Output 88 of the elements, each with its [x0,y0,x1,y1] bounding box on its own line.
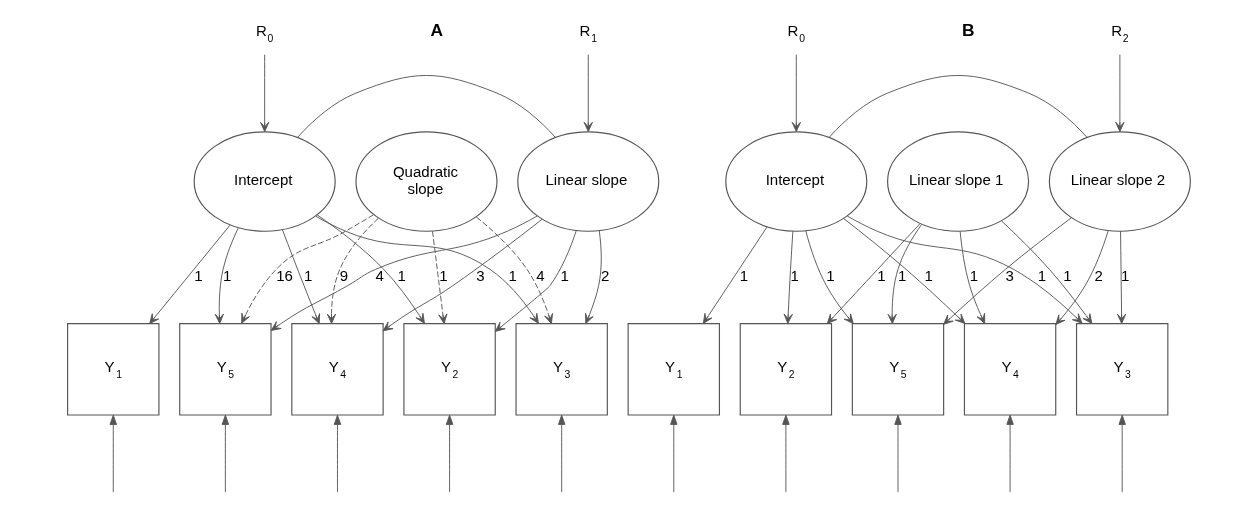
edge-label: 1 [877,267,886,285]
connector [297,75,556,138]
arrow [558,414,566,493]
arrow [846,215,1083,324]
node-box: Y$_{5}$ [179,323,272,416]
arrow [326,217,379,324]
arrow [943,217,1072,325]
connector [828,75,1088,138]
arrow [241,214,374,324]
node-box: Y$_{3}$ [1075,323,1169,416]
edge-label: 1 [1121,267,1130,285]
arrow [270,215,538,331]
edge-label: 1 [924,267,933,285]
arrow [1055,230,1109,325]
arrow [791,54,801,132]
arrow [260,54,270,132]
arrow [1006,414,1014,493]
edge-label: 2 [1094,267,1103,285]
arrow [214,227,239,324]
arrow [149,224,231,324]
edge-label: 1 [969,267,978,285]
edge-label: 9 [339,267,349,285]
node-box: Y$_{2}$ [739,323,833,416]
edge-label: 1 [223,267,232,285]
arrow [1116,230,1127,324]
edge-label: 1 [439,267,448,285]
edge-label: 1 [1037,267,1047,285]
arrow [315,215,539,324]
node-ellipse: Intercept [725,131,868,232]
edge-label: 1 [194,267,203,285]
node-ellipse: Quadratic slope [355,131,498,232]
node-box: Y$_{1}$ [627,323,720,416]
edge-label: 1 [303,267,313,285]
arrow [894,414,902,493]
arrow [316,214,425,324]
arrow [782,414,790,493]
node-box: Y$_{4}$ [963,323,1057,416]
edge-label: 1 [897,267,907,285]
arrow [670,414,678,493]
node-ellipse: Intercept [193,131,336,232]
edge-label: 1 [1063,267,1072,285]
arrow [887,224,922,324]
arrow [1000,220,1093,325]
arrow [494,230,577,332]
node-ellipse: Linear slope 2 [1048,131,1191,232]
edge-label: 1 [560,267,569,285]
edge-label: 1 [739,267,749,285]
arrow [282,229,321,325]
edge-label: 1 [397,267,406,285]
edge-label: 3 [1005,267,1014,285]
node-box: Y$_{1}$ [67,323,160,416]
arrow [702,226,768,324]
arrow [382,218,543,332]
arrow [432,230,448,324]
arrow [333,414,342,493]
label: B [962,20,975,41]
node-text: R$_{0}$ [787,22,805,44]
arrow [109,414,117,493]
arrow [221,414,230,493]
arrow [783,230,794,324]
label: A [430,20,444,41]
node-text: R$_{2}$ [1111,22,1129,44]
arrow [583,54,593,132]
arrow [843,217,966,324]
edge-label: 4 [536,267,545,285]
edge-label: 4 [375,267,384,285]
node-box: Y$_{2}$ [403,323,496,416]
arrow [826,223,921,324]
arrow [805,230,854,325]
edge-label: 1 [790,267,799,285]
edge-label: 1 [508,267,517,285]
edge-label: 3 [476,267,485,285]
arrow [959,231,986,324]
arrow [445,414,454,493]
node-box: Y$_{4}$ [291,323,384,416]
arrow [475,216,553,324]
node-ellipse: Linear slope [517,131,660,232]
edge-label: 16 [276,267,293,285]
edge-label: 2 [600,267,610,285]
node-text: R$_{1}$ [579,22,597,44]
arrow [585,230,602,324]
arrow [1118,414,1126,493]
edge-label: 1 [826,267,835,285]
node-ellipse: Linear slope 1 [887,131,1030,232]
node-text: R$_{0}$ [256,22,274,44]
node-box: Y$_{5}$ [851,323,945,416]
arrow [1115,54,1125,132]
node-box: Y$_{3}$ [515,323,608,416]
